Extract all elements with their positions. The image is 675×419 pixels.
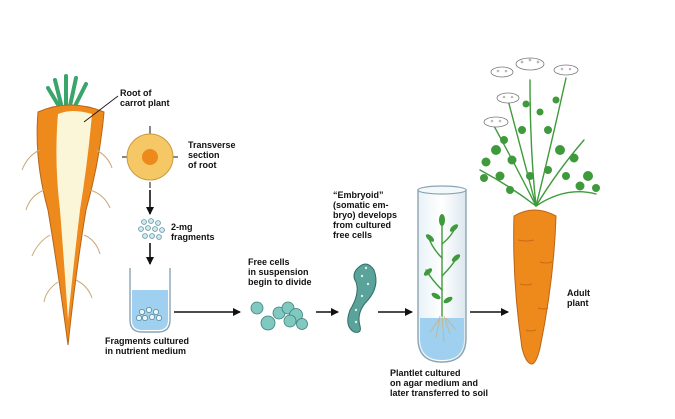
- umbel-florets: [490, 58, 572, 123]
- embryoid: [347, 263, 377, 333]
- transverse-section-disc: [122, 126, 178, 188]
- label-transverse-section: Transverse section of root: [188, 140, 236, 170]
- root-label-leader: [83, 95, 119, 123]
- label-fragments: 2-mg fragments: [171, 222, 215, 242]
- carrot-core: [56, 111, 92, 320]
- fragments-cluster: [138, 218, 165, 240]
- label-free-cells: Free cells in suspension begin to divide: [248, 257, 312, 287]
- adult-plant-foliage: [480, 96, 600, 240]
- adult-carrot-ridges: [517, 239, 553, 332]
- label-plantlet: Plantlet cultured on agar medium and lat…: [390, 368, 489, 398]
- label-root-of-carrot: Root of carrot plant: [120, 88, 170, 108]
- culture-beaker: [129, 268, 171, 333]
- carrot-rootlets: [21, 149, 113, 303]
- plantlet-test-tube: [417, 185, 467, 363]
- adult-carrot-root: [513, 209, 557, 365]
- carrot-top-stems: [46, 74, 88, 110]
- adult-carrot-plant: [479, 57, 600, 365]
- label-adult-plant: Adult plant: [567, 288, 590, 308]
- label-fragments-cultured: Fragments cultured in nutrient medium: [105, 336, 190, 356]
- adult-plant-stems: [479, 77, 597, 207]
- flower-umbels: [483, 57, 579, 128]
- label-embryoid: “Embryoid” (somatic em- bryo) develops f…: [333, 190, 398, 240]
- free-cells-cluster: [250, 301, 308, 331]
- halved-carrot-root: [21, 74, 119, 346]
